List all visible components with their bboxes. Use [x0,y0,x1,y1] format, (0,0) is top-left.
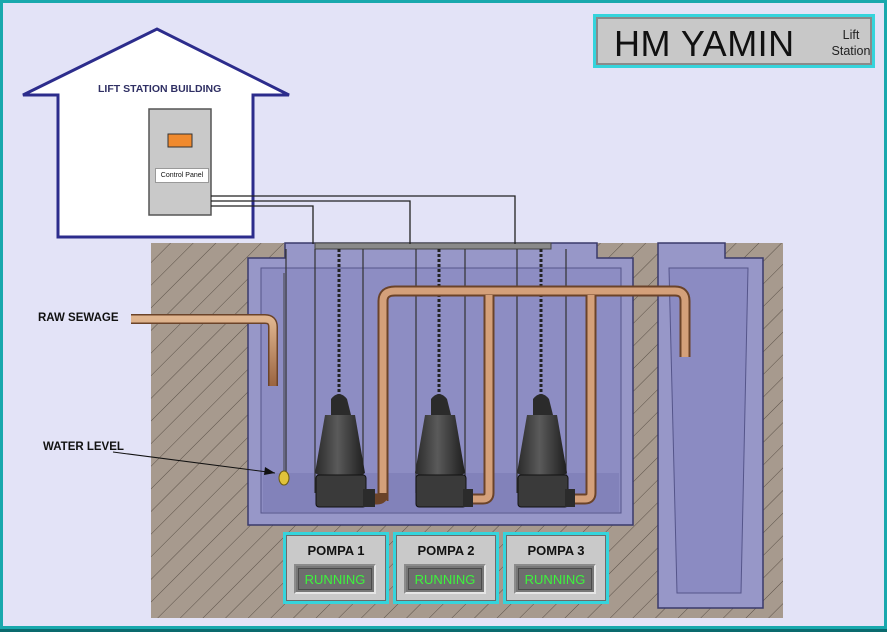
subtitle-line-2: Station [831,44,871,58]
pump-status-text: RUNNING [298,568,372,590]
discharge-header-fill [379,287,689,501]
water-level-float [278,470,290,486]
riser-pump-1 [369,492,389,505]
raw-sewage-label: RAW SEWAGE [38,312,119,324]
pump-name: POMPA 2 [417,543,475,558]
pump-name: POMPA 1 [307,543,365,558]
building-label: LIFT STATION BUILDING [98,83,222,95]
control-panel-indicator [167,133,193,148]
control-panel-label: Control Panel [155,168,209,183]
control-panel [148,108,212,216]
water-level-leader [112,451,276,474]
pump-2-body [415,394,473,508]
page-subtitle: Lift Station [828,27,874,59]
riser-pump-3-fill [573,295,595,503]
pump-status-display[interactable]: RUNNING [514,564,596,594]
lift-station-diagram [22,27,783,618]
page-title: HM YAMIN [614,23,795,64]
pump-status-display[interactable]: RUNNING [404,564,486,594]
pump-name: POMPA 3 [527,543,585,558]
pump-3-body [517,394,575,508]
subtitle-line-1: Lift [842,28,860,42]
title-box: HM YAMIN Lift Station [593,14,875,68]
pump-1-body [315,394,375,508]
pump-status-text: RUNNING [518,568,592,590]
pump-status-text: RUNNING [408,568,482,590]
inlet-pipe-fill [131,315,277,386]
pump-status-display[interactable]: RUNNING [294,564,376,594]
well-lid [314,242,552,250]
pump-card-2[interactable]: POMPA 2 RUNNING [393,532,499,604]
water-level-label: WATER LEVEL [43,441,124,453]
control-cables [211,195,516,244]
riser-pump-2-fill [469,295,493,503]
water-level-arrow [264,467,275,475]
pump-card-1[interactable]: POMPA 1 RUNNING [283,532,389,604]
pump-card-3[interactable]: POMPA 3 RUNNING [503,532,609,604]
